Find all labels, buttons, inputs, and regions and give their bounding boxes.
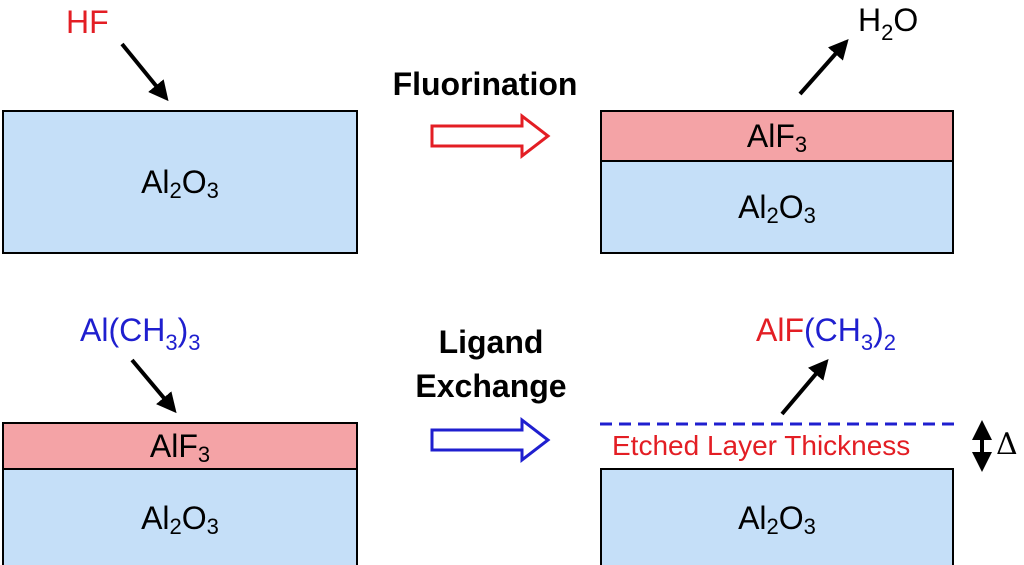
step-label-fluorination: Fluorination: [392, 66, 578, 102]
hollow-arrow-icon: [430, 112, 551, 160]
arrow-diagonal-icon: [780, 358, 829, 416]
etched-layer-thickness-label: Etched Layer Thickness: [612, 430, 911, 461]
top-reactant-hf: HF: [66, 4, 109, 40]
bottom-product-dmaf: AlF(CH3)2: [756, 312, 897, 355]
hollow-arrow-icon: [430, 416, 551, 464]
step-label-ligand-exchange: Ligand Exchange: [415, 324, 567, 404]
arrow-diagonal-icon: [130, 358, 177, 414]
top-product-h2o: H2O: [858, 2, 919, 45]
delta-symbol: Δ: [996, 427, 1018, 462]
bottom-reactant-tma: Al(CH3)3: [80, 312, 201, 355]
arrow-diagonal-icon: [120, 42, 169, 102]
arrow-diagonal-icon: [798, 39, 849, 96]
